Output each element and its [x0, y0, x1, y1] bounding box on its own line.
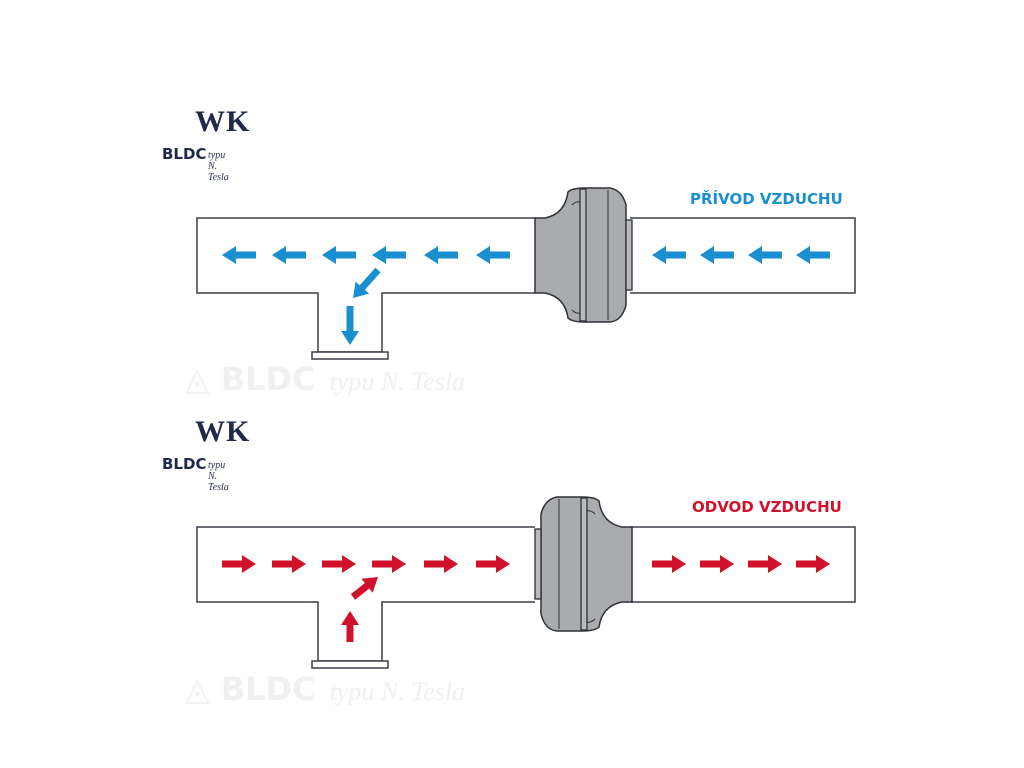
arrow-right-icon	[748, 555, 782, 573]
logo-bldc: BLDC	[162, 455, 207, 473]
arrow-left-icon	[322, 246, 356, 264]
arrow-diagonal-icon	[350, 577, 378, 600]
arrow-left-icon	[652, 246, 686, 264]
fan-clip	[586, 510, 596, 515]
arrow-left-icon	[476, 246, 510, 264]
inline-fan	[534, 187, 633, 323]
arrow-left-icon	[748, 246, 782, 264]
arrow-left-icon	[424, 246, 458, 264]
arrow-up-icon	[341, 611, 359, 642]
arrow-left-icon	[372, 246, 406, 264]
arrow-diagonal-icon	[353, 267, 381, 298]
arrow-left-icon	[700, 246, 734, 264]
branch-flange	[311, 351, 389, 360]
branch-flange	[311, 660, 389, 669]
logo-subtitle: typu N. Tesla	[208, 150, 229, 183]
fan-clip	[571, 201, 581, 206]
arrow-right-icon	[272, 555, 306, 573]
arrow-right-icon	[322, 555, 356, 573]
arrow-left-icon	[272, 246, 306, 264]
logo-wk: WK	[195, 415, 251, 448]
arrow-right-icon	[652, 555, 686, 573]
arrow-right-icon	[424, 555, 458, 573]
logo-bldc: BLDC	[162, 145, 207, 163]
duct-left-section	[196, 526, 535, 662]
duct-right-section	[630, 217, 856, 294]
fan-collar	[534, 528, 542, 600]
logo-wk: WK	[195, 105, 251, 138]
inline-fan	[534, 496, 633, 632]
exhaust-label: ODVOD VZDUCHU	[692, 498, 842, 516]
fan-clip	[571, 309, 581, 314]
arrow-left-icon	[222, 246, 256, 264]
fan-collar	[625, 219, 633, 291]
arrow-right-icon	[700, 555, 734, 573]
arrow-down-icon	[341, 306, 359, 345]
fan-band	[580, 497, 588, 631]
arrow-right-icon	[222, 555, 256, 573]
logo-subtitle: typu N. Tesla	[208, 460, 229, 493]
arrow-right-icon	[372, 555, 406, 573]
fan-band	[579, 188, 587, 322]
arrow-left-icon	[796, 246, 830, 264]
fan-clip	[586, 618, 596, 623]
arrow-right-icon	[796, 555, 830, 573]
supply-label: PŘÍVOD VZDUCHU	[690, 190, 843, 208]
watermark-circle-icon: ◬	[185, 670, 210, 708]
duct-right-section	[630, 526, 856, 603]
watermark-circle-icon: ◬	[185, 360, 210, 398]
arrow-right-icon	[476, 555, 510, 573]
